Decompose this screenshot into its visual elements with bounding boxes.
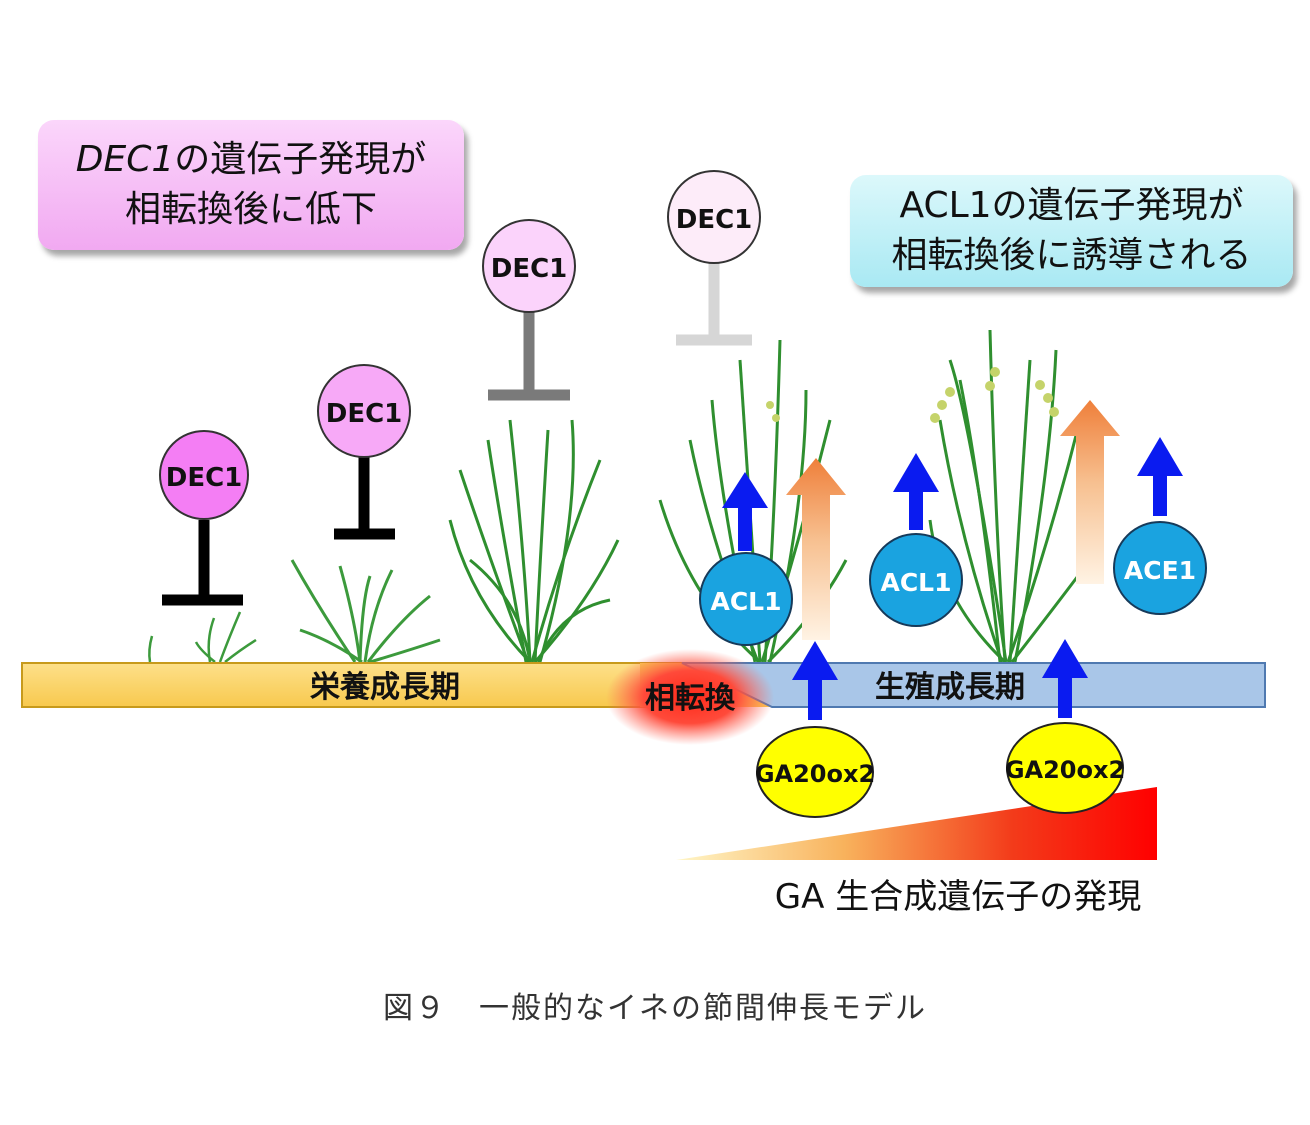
- ga20ox2-label-1: GA20ox2: [755, 760, 875, 788]
- dec1-callout-line1-rest: の遺伝子発現が: [174, 139, 427, 180]
- repressor-bar-2: [334, 455, 395, 540]
- blue-up-arrow-1: [722, 472, 768, 551]
- dec1-node-4: DEC1: [667, 170, 761, 264]
- dec1-callout-line2: 相転換後に低下: [124, 189, 377, 230]
- ga20ox2-label-2: GA20ox2: [1005, 756, 1125, 784]
- ga20ox2-node-1: GA20ox2: [755, 726, 875, 818]
- transition-label: 相転換: [645, 681, 736, 716]
- acl1-node-2: ACL1: [869, 533, 963, 627]
- blue-up-arrow-3: [1137, 437, 1183, 516]
- acl1-callout-line2: 相転換後に誘導される: [891, 235, 1252, 276]
- dec1-gene-name: DEC1: [75, 139, 175, 180]
- dec1-label-2: DEC1: [326, 399, 403, 429]
- dec1-label-4: DEC1: [676, 205, 753, 235]
- acl1-callout-line1: ACL1の遺伝子発現が: [899, 185, 1244, 226]
- figure-caption: 図９ 一般的なイネの節間伸長モデル: [383, 991, 927, 1026]
- dec1-node-3: DEC1: [482, 219, 576, 313]
- blue-up-arrow-4: [792, 641, 838, 720]
- dec1-label-1: DEC1: [166, 463, 243, 493]
- acl1-callout: ACL1の遺伝子発現が 相転換後に誘導される: [850, 175, 1293, 287]
- rice-plant-3: [448, 419, 620, 664]
- acl1-label-1: ACL1: [710, 587, 781, 616]
- ga-expression-label: GA 生合成遺伝子の発現: [775, 877, 1141, 917]
- reproductive-phase-label: 生殖成長期: [875, 670, 1025, 705]
- ace1-node: ACE1: [1113, 521, 1207, 615]
- orange-gradient-arrow-2: [1060, 400, 1120, 584]
- rice-plant-5: [928, 329, 1092, 664]
- acl1-label-2: ACL1: [880, 568, 951, 597]
- blue-up-arrow-2: [893, 453, 939, 530]
- rice-seedling-1: [148, 611, 257, 663]
- dec1-callout-line1: DEC1の遺伝子発現が: [76, 135, 427, 185]
- blue-up-arrow-5: [1042, 639, 1088, 718]
- rice-plant-2: [290, 559, 441, 664]
- ga20ox2-node-2: GA20ox2: [1005, 722, 1125, 814]
- ace1-label: ACE1: [1124, 556, 1196, 585]
- vegetative-phase-bar: [21, 662, 683, 708]
- repressor-bar-1: [162, 520, 243, 606]
- dec1-callout: DEC1の遺伝子発現が 相転換後に低下: [38, 120, 464, 250]
- rice-panicles: [766, 367, 1059, 423]
- orange-gradient-arrow-1: [786, 458, 846, 640]
- dec1-node-2: DEC1: [317, 364, 411, 458]
- vegetative-phase-label: 栄養成長期: [310, 670, 460, 705]
- acl1-node-1: ACL1: [699, 552, 793, 646]
- dec1-node-1: DEC1: [159, 430, 249, 520]
- dec1-label-3: DEC1: [491, 254, 568, 284]
- repressor-bar-4: [676, 262, 752, 346]
- repressor-bar-3: [488, 312, 570, 401]
- phase-bar: 栄養成長期 相転換 生殖成長期: [21, 649, 1266, 745]
- phase-transition-glow: [606, 649, 774, 745]
